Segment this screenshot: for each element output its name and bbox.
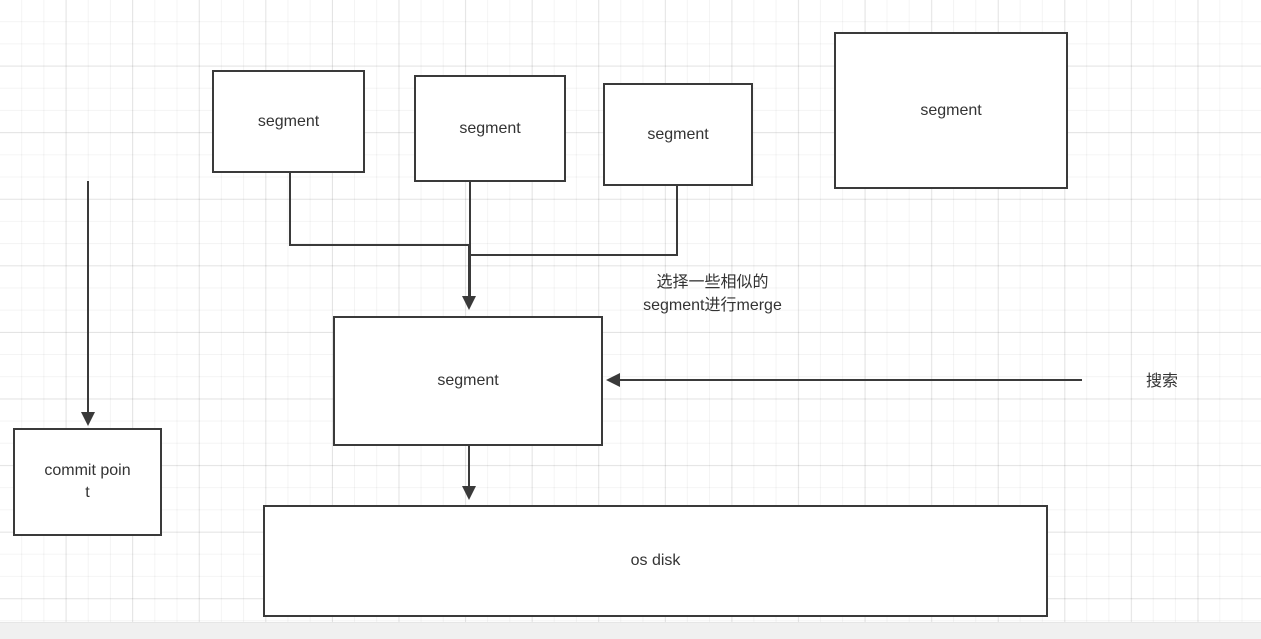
arrowhead-merge-into-segment bbox=[462, 296, 476, 310]
annotation-merge-note: 选择一些相似的 segment进行merge bbox=[643, 274, 782, 315]
annotation-search-label: 搜索 bbox=[1146, 373, 1179, 390]
footer-bar bbox=[0, 622, 1261, 639]
node-commit-point-label: commit poin t bbox=[44, 462, 131, 501]
node-source-segment-3-label: segment bbox=[647, 125, 709, 143]
node-merged-segment-label: segment bbox=[437, 372, 499, 390]
node-merged-segment[interactable]: segment bbox=[333, 316, 603, 446]
connector-segment1-horizontal bbox=[289, 244, 471, 246]
connector-segment3-vertical bbox=[676, 186, 678, 256]
node-source-segment-3[interactable]: segment bbox=[603, 83, 753, 186]
node-os-disk-label: os disk bbox=[630, 552, 681, 570]
connector-segment2-vertical bbox=[469, 182, 471, 246]
arrowhead-search-into-segment bbox=[606, 373, 620, 387]
connector-segment3-horizontal bbox=[469, 254, 678, 256]
connector-segment-to-osdisk bbox=[468, 446, 470, 488]
connector-commit-point-vertical bbox=[87, 181, 89, 413]
node-source-segment-2[interactable]: segment bbox=[414, 75, 566, 182]
arrowhead-into-commit-point bbox=[81, 412, 95, 426]
connector-search-arrow-line bbox=[617, 379, 1082, 381]
node-source-segment-2-label: segment bbox=[459, 119, 521, 137]
node-standalone-segment[interactable]: segment bbox=[834, 32, 1068, 189]
node-os-disk[interactable]: os disk bbox=[263, 505, 1048, 617]
connector-merge-trunk bbox=[468, 244, 471, 298]
node-source-segment-1-label: segment bbox=[257, 112, 320, 130]
node-standalone-segment-label: segment bbox=[920, 101, 982, 119]
node-source-segment-1[interactable]: segment bbox=[212, 70, 365, 173]
arrowhead-segment-to-osdisk bbox=[462, 486, 476, 500]
node-commit-point[interactable]: commit poin t bbox=[13, 428, 162, 536]
connector-segment1-vertical bbox=[289, 173, 291, 246]
